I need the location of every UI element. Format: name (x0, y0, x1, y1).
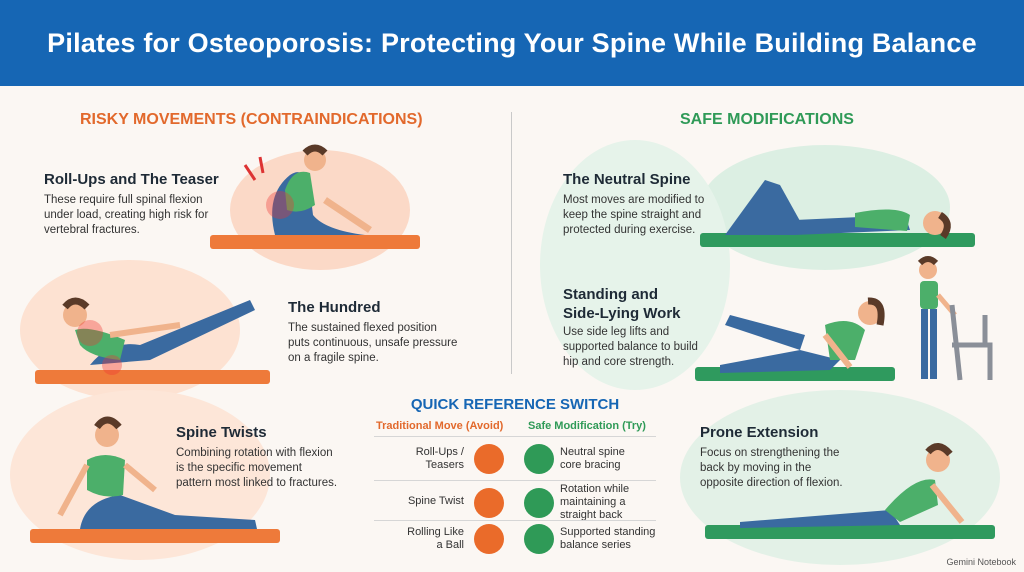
row-divider (374, 480, 656, 481)
desc-line: opposite direction of flexion. (700, 477, 843, 489)
desc-line: pattern most linked to fractures. (176, 477, 338, 489)
page-title: Pilates for Osteoporosis: Protecting You… (47, 27, 977, 58)
label-line: Spine Twist (407, 495, 464, 507)
row-try-label: Neutral spine core bracing (560, 446, 660, 472)
row-try-label: Supported standing balance series (560, 526, 660, 552)
title-line: Side-Lying Work (563, 305, 681, 322)
risky-card-desc-rollups: These require full spinal flexion under … (44, 193, 208, 238)
label-line: Rolling Like (407, 526, 464, 538)
desc-line: Most moves are modified to (563, 194, 705, 206)
exercise-mat (705, 525, 995, 539)
desc-line: keep the spine straight and (563, 209, 702, 221)
desc-line: The sustained flexed position (288, 322, 437, 334)
desc-line: Combining rotation with flexion (176, 447, 333, 459)
row-avoid-label: Rolling Like a Ball (374, 526, 464, 552)
quick-reference-title: QUICK REFERENCE SWITCH (410, 396, 620, 413)
safe-card-title-standing: Standing and Side-Lying Work (563, 285, 681, 323)
desc-line: vertebral fractures. (44, 224, 140, 236)
row-divider (374, 520, 656, 521)
title-line: Standing and (563, 286, 658, 303)
row-avoid-label: Spine Twist (374, 495, 464, 508)
col-header-try: Safe Modification (Try) (528, 420, 646, 432)
label-line: Supported standing (560, 526, 656, 538)
rollup-illustration (210, 144, 420, 249)
safe-card-desc-neutral: Most moves are modified to keep the spin… (563, 193, 704, 238)
label-line: Neutral spine (560, 446, 625, 458)
bg-blob-green-1 (700, 145, 950, 270)
bg-blob-green-2 (540, 140, 730, 390)
safe-section-title: SAFE MODIFICATIONS (680, 111, 854, 128)
reference-row: Roll-Ups / Teasers Neutral spine core br… (374, 442, 656, 482)
risky-card-desc-hundred: The sustained flexed position puts conti… (288, 321, 457, 366)
safe-card-desc-standing: Use side leg lifts and supported balance… (563, 325, 698, 370)
exercise-mat (35, 370, 270, 384)
label-line: straight back (560, 509, 623, 521)
risky-card-title-rollups: Roll-Ups and The Teaser (44, 171, 219, 188)
rotation-icon (524, 488, 554, 518)
spine-twist-illustration (30, 416, 280, 543)
risky-card-title-hundred: The Hundred (288, 299, 381, 316)
exercise-mat (210, 235, 420, 249)
label-line: balance series (560, 539, 631, 551)
desc-line: back by moving in the (700, 462, 812, 474)
bg-blob-peach-1 (230, 150, 410, 270)
safe-card-title-prone: Prone Extension (700, 424, 819, 441)
reference-row: Rolling Like a Ball Supported standing b… (374, 524, 656, 564)
exercise-mat (700, 233, 975, 247)
label-line: Teasers (425, 459, 464, 471)
rolling-ball-icon (474, 524, 504, 554)
desc-line: is the specific movement (176, 462, 302, 474)
row-divider (374, 436, 656, 437)
risky-card-title-twists: Spine Twists (176, 424, 267, 441)
spine-icon (524, 444, 554, 474)
safe-card-desc-prone: Focus on strengthening the back by movin… (700, 446, 843, 491)
row-avoid-label: Roll-Ups / Teasers (374, 446, 464, 472)
side-lying-illustration (695, 256, 993, 381)
reference-row: Spine Twist Rotation while maintaining a… (374, 483, 656, 524)
label-line: Rotation while (560, 483, 630, 495)
column-divider (511, 112, 512, 374)
col-header-avoid: Traditional Move (Avoid) (376, 420, 504, 432)
desc-line: supported balance to build (563, 341, 698, 353)
desc-line: protected during exercise. (563, 224, 696, 236)
hundred-illustration (35, 297, 270, 384)
neutral-spine-illustration (700, 180, 975, 247)
twist-icon (474, 488, 504, 518)
label-line: a Ball (436, 539, 464, 551)
label-line: core bracing (560, 459, 621, 471)
desc-line: under load, creating high risk for (44, 209, 209, 221)
footer-brand: Gemini Notebook (946, 557, 1016, 567)
risky-card-desc-twists: Combining rotation with flexion is the s… (176, 446, 337, 491)
risky-section-title: RISKY MOVEMENTS (CONTRAINDICATIONS) (80, 111, 423, 128)
prone-extension-illustration (705, 443, 995, 539)
desc-line: hip and core strength. (563, 356, 675, 368)
standing-balance-icon (524, 524, 554, 554)
desc-line: on a fragile spine. (288, 352, 379, 364)
label-line: maintaining a (560, 496, 626, 508)
row-try-label: Rotation while maintaining a straight ba… (560, 483, 660, 522)
quick-reference-panel: QUICK REFERENCE SWITCH Traditional Move … (370, 394, 660, 564)
exercise-mat (30, 529, 280, 543)
desc-line: Focus on strengthening the (700, 447, 840, 459)
desc-line: These require full spinal flexion (44, 194, 203, 206)
safe-card-title-neutral: The Neutral Spine (563, 171, 691, 188)
header-banner: Pilates for Osteoporosis: Protecting You… (0, 0, 1024, 86)
desc-line: puts continuous, unsafe pressure (288, 337, 458, 349)
label-line: Roll-Ups / (415, 446, 464, 458)
desc-line: Use side leg lifts and (563, 326, 670, 338)
rollup-icon (474, 444, 504, 474)
